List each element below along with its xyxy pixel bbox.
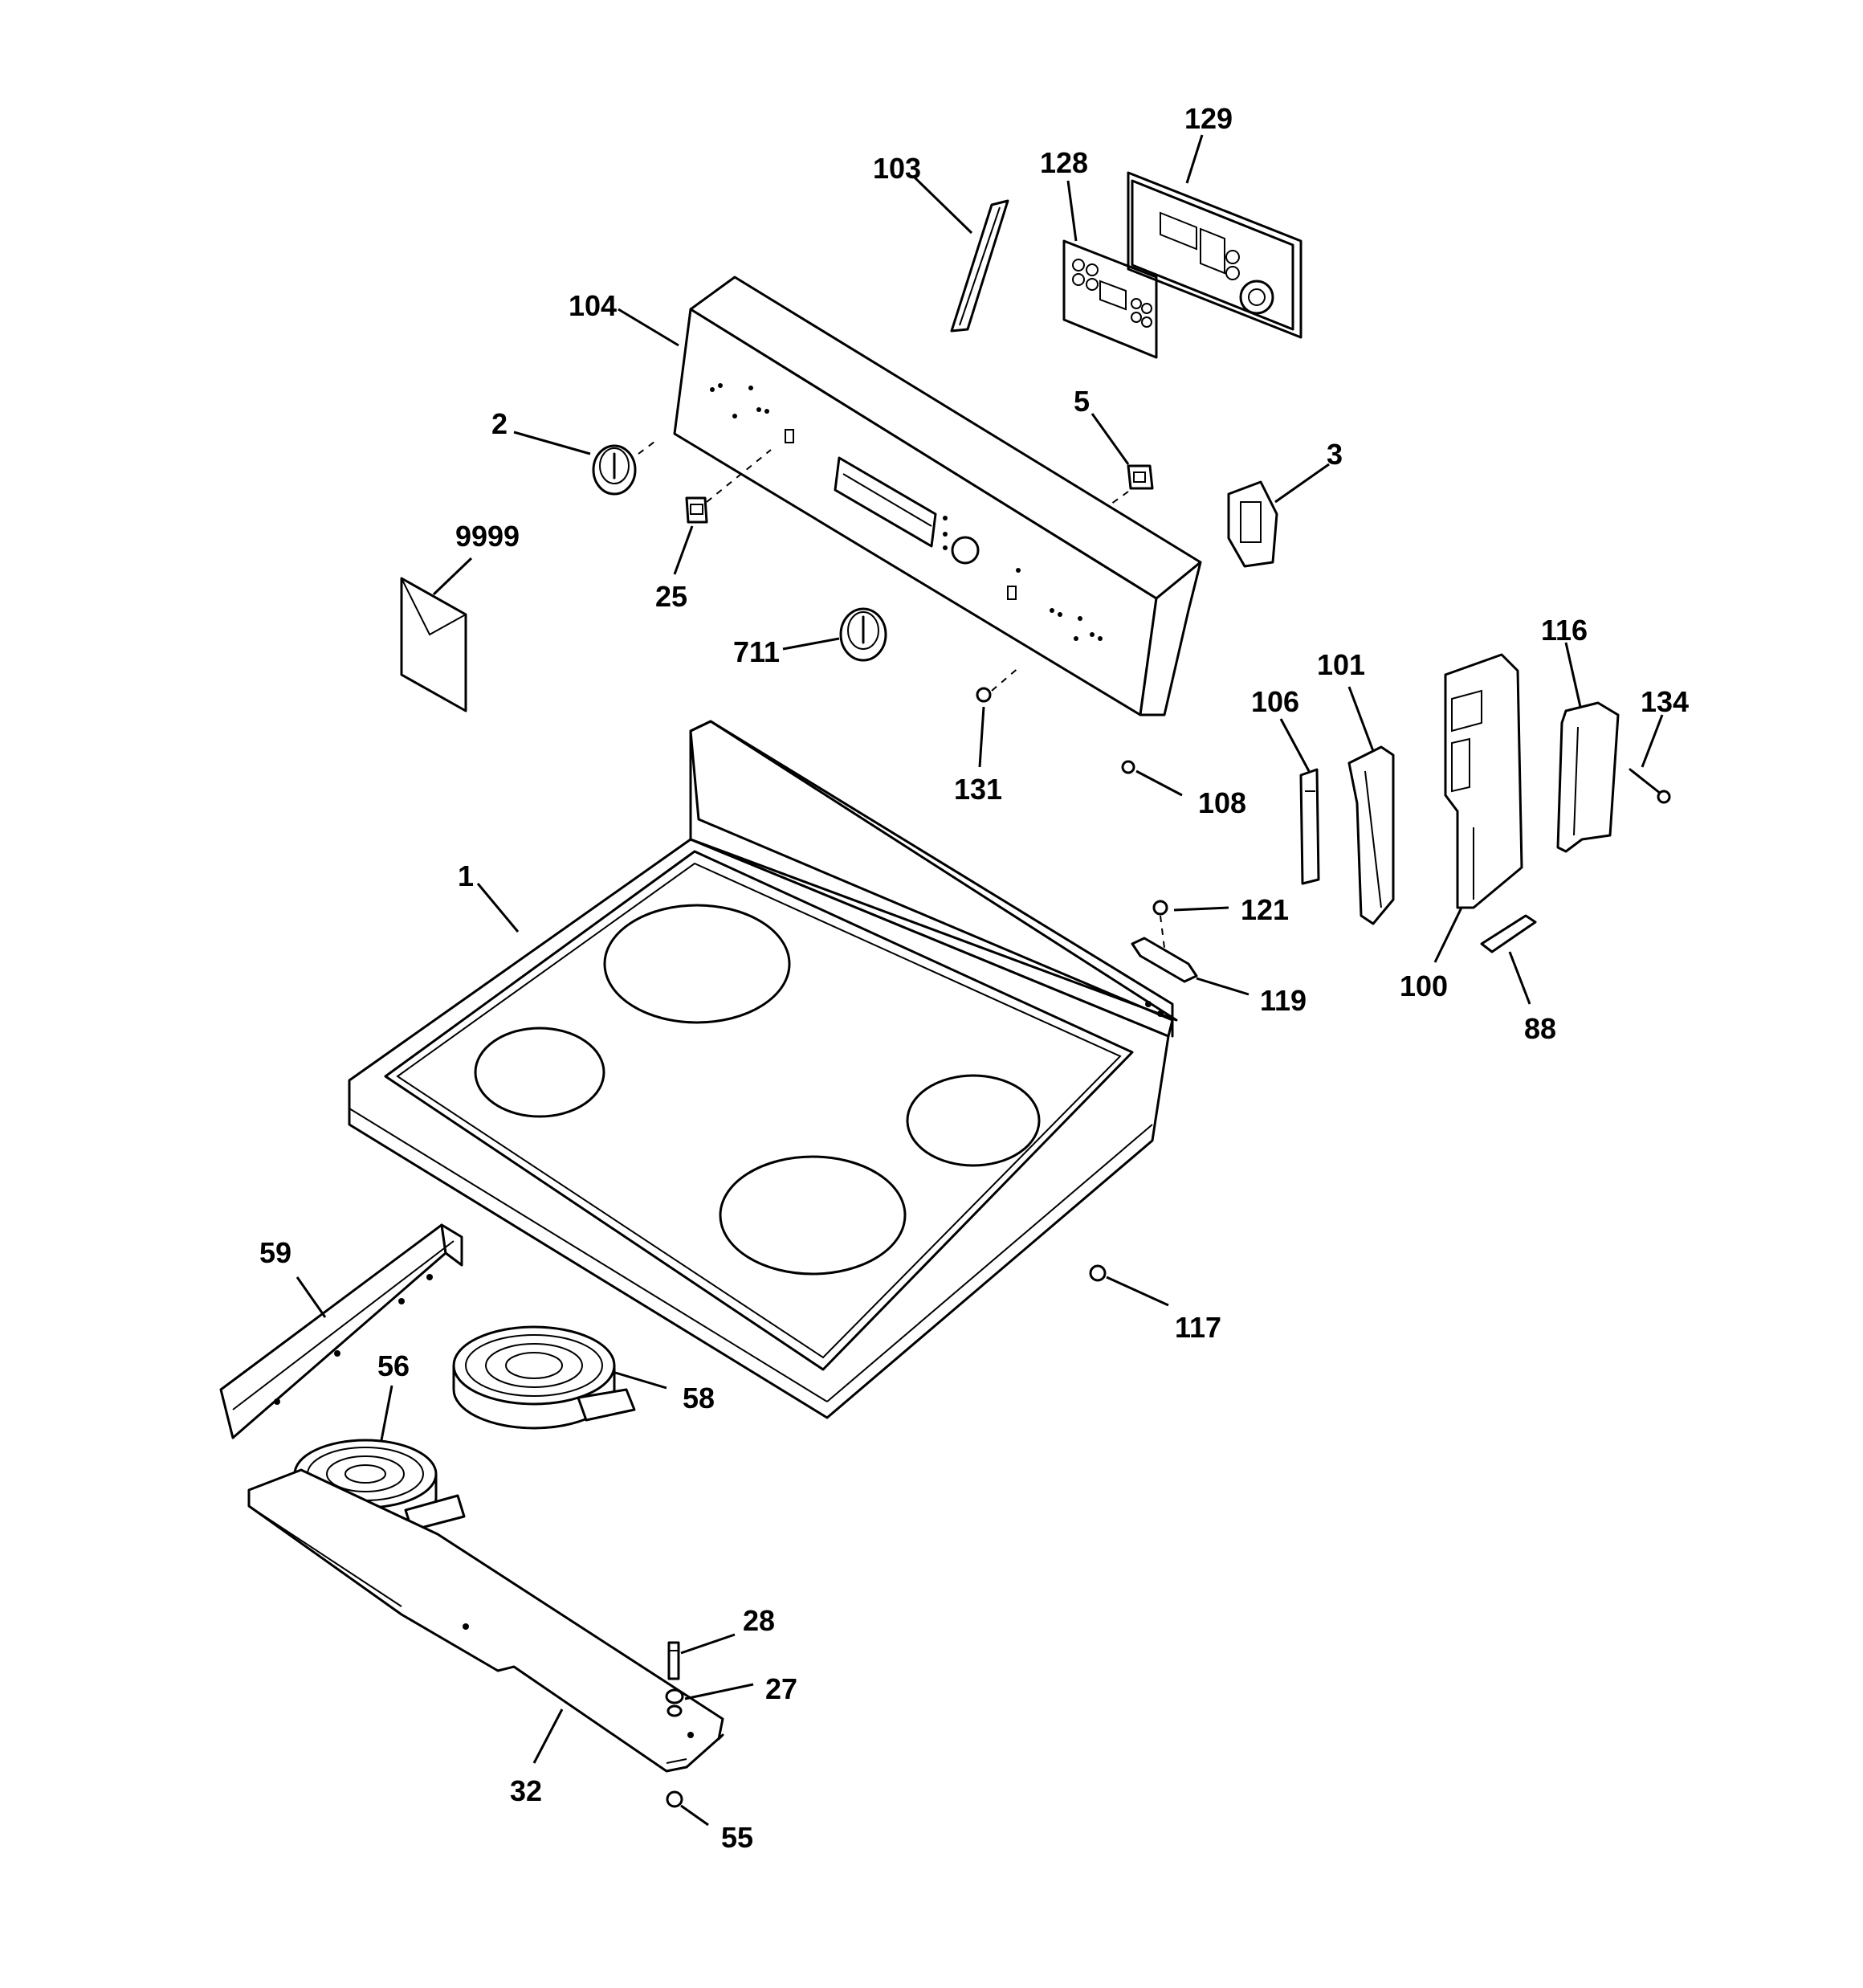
leader-28 — [680, 1633, 736, 1655]
callout-103: 103 — [873, 152, 921, 185]
leader-119 — [1196, 977, 1249, 996]
callout-58: 58 — [683, 1382, 715, 1414]
part-9999-literature — [400, 577, 467, 712]
leader-106 — [1279, 718, 1311, 772]
callout-116: 116 — [1541, 614, 1588, 647]
part-101-bracket — [1347, 745, 1395, 925]
callout-1: 1 — [458, 859, 474, 892]
callout-labels: 129 103 128 104 2 5 3 9999 25 711 116 10… — [259, 102, 1689, 1854]
part-131-axis-line — [991, 666, 1021, 692]
leader-104 — [618, 308, 679, 347]
leader-129 — [1185, 134, 1204, 184]
leader-134 — [1641, 714, 1664, 768]
callout-104: 104 — [569, 289, 617, 322]
part-117-nut — [1089, 1264, 1107, 1282]
callout-3: 3 — [1327, 438, 1343, 471]
leader-128 — [1066, 180, 1078, 242]
part-119-clip — [1131, 937, 1198, 983]
callout-56: 56 — [377, 1349, 410, 1382]
part-106-bracket — [1299, 768, 1320, 885]
part-108-nut — [1121, 760, 1135, 774]
callout-128: 128 — [1040, 146, 1088, 179]
part-27-washer — [665, 1688, 684, 1717]
callout-108: 108 — [1198, 786, 1246, 819]
callout-117: 117 — [1175, 1311, 1221, 1344]
leader-1 — [476, 883, 520, 933]
callout-101: 101 — [1317, 648, 1365, 681]
part-32-support-bracket — [247, 1468, 724, 1773]
callout-5: 5 — [1074, 385, 1090, 418]
callout-25: 25 — [655, 580, 687, 613]
callout-9999: 9999 — [455, 520, 520, 553]
part-121-screw — [1152, 900, 1168, 949]
callout-2: 2 — [491, 407, 508, 440]
callout-134: 134 — [1641, 685, 1689, 718]
part-104-backguard — [673, 276, 1202, 716]
callout-131: 131 — [954, 773, 1002, 806]
leader-5 — [1090, 413, 1130, 465]
leader-88 — [1508, 951, 1531, 1005]
callout-106: 106 — [1251, 685, 1299, 718]
leader-59 — [296, 1276, 327, 1318]
leader-3 — [1274, 463, 1330, 504]
leader-116 — [1564, 642, 1582, 708]
part-100-side-trim — [1444, 653, 1523, 909]
part-131-screw — [976, 687, 992, 703]
part-129-control-board — [1127, 171, 1302, 694]
part-128-overlay — [1062, 239, 1158, 359]
leader-56 — [380, 1385, 393, 1441]
part-116-end-cap — [1556, 701, 1620, 853]
leader-131 — [978, 706, 985, 768]
part-59-angle-bracket — [219, 1223, 463, 1439]
leader-121 — [1173, 906, 1229, 912]
callout-59: 59 — [259, 1236, 291, 1269]
leader-lines — [296, 134, 1664, 1827]
leader-101 — [1347, 686, 1375, 752]
part-88-pad — [1480, 914, 1537, 953]
leader-103 — [912, 175, 973, 235]
part-58-radiant-element — [452, 1325, 636, 1430]
callout-119: 119 — [1260, 984, 1307, 1017]
leader-25 — [673, 525, 694, 575]
callout-27: 27 — [765, 1672, 797, 1705]
part-134-screw — [1629, 768, 1671, 804]
leader-711 — [782, 637, 840, 651]
callout-100: 100 — [1400, 970, 1448, 1002]
part-25-switch — [685, 496, 708, 524]
leader-32 — [532, 1708, 564, 1764]
leader-100 — [1433, 907, 1463, 963]
callout-88: 88 — [1524, 1012, 1556, 1045]
callout-55: 55 — [721, 1821, 753, 1854]
leader-2 — [513, 431, 591, 455]
callout-32: 32 — [510, 1774, 542, 1807]
leader-9999 — [432, 557, 473, 596]
part-55-nut — [666, 1790, 683, 1808]
leader-117 — [1106, 1276, 1169, 1307]
callout-711: 711 — [733, 635, 780, 668]
callout-129: 129 — [1184, 102, 1233, 135]
leader-58 — [612, 1370, 667, 1390]
leader-27 — [684, 1683, 754, 1700]
part-103-bracket — [950, 199, 1009, 333]
part-2-knob — [592, 444, 637, 496]
part-2-axis-line — [638, 441, 655, 455]
leader-55 — [680, 1804, 709, 1827]
part-5-switch — [1127, 464, 1154, 490]
callout-121: 121 — [1241, 893, 1289, 926]
part-1-cooktop — [348, 720, 1178, 1419]
part-3-switch-block — [1227, 480, 1278, 568]
callout-28: 28 — [743, 1604, 775, 1637]
part-25-axis-line — [706, 449, 772, 503]
part-711-knob — [839, 607, 887, 662]
part-28-stud — [667, 1641, 680, 1680]
leader-108 — [1135, 769, 1183, 797]
part-5-axis-line — [1107, 491, 1129, 507]
